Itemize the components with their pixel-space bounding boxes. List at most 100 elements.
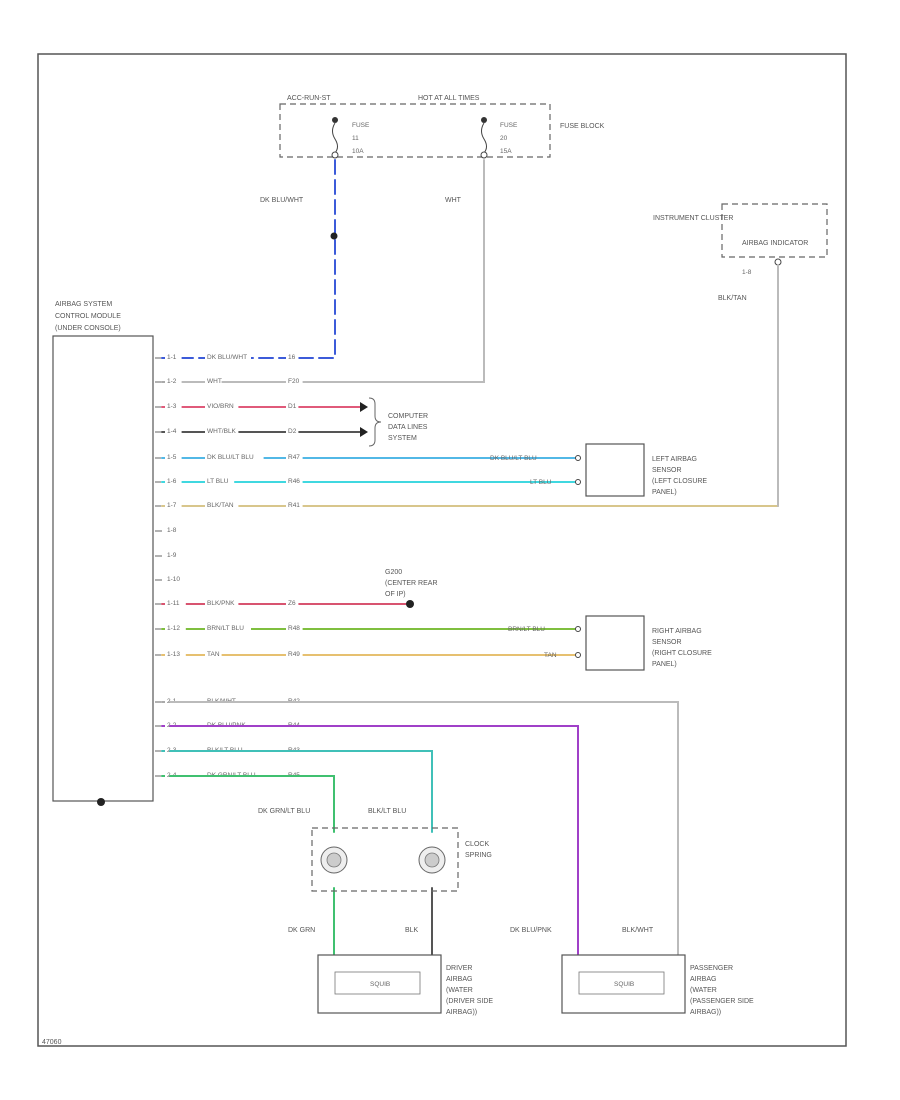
- fuse-20-name: FUSE: [500, 122, 518, 129]
- label-background: [205, 476, 235, 484]
- circuit-number: D2: [288, 428, 297, 435]
- passenger-squib-label: SQUIB: [614, 981, 634, 988]
- label-background: [286, 500, 303, 508]
- right-sensor-line2: SENSOR: [652, 639, 682, 646]
- passenger-airbag-line1: PASSENGER: [690, 965, 733, 972]
- circuit-row: 1-2 WHT F20: [155, 376, 303, 385]
- label-background: [165, 745, 182, 753]
- wire-feed-fuse20: [169, 159, 485, 383]
- circuit-number: R49: [288, 651, 300, 658]
- label-background: [286, 452, 303, 460]
- right-sensor-line1: RIGHT AIRBAG: [652, 628, 702, 635]
- driver-airbag-line5: AIRBAG)): [446, 1009, 477, 1016]
- passenger-airbag: SQUIB DK BLU/PNK BLK/WHT PASSENGER AIRBA…: [510, 927, 754, 1016]
- driver-airbag-line3: (WATER: [446, 987, 473, 994]
- module-label-line1: AIRBAG SYSTEM: [55, 301, 112, 308]
- fuse-block-left-label: ACC-RUN-ST: [287, 95, 331, 102]
- label-background: [286, 623, 303, 631]
- label-background: [205, 376, 222, 384]
- circuit-row: 1-8: [155, 525, 182, 534]
- module-ground-dot: [97, 798, 105, 806]
- label-background: [286, 598, 299, 606]
- circuit-wire-color: WHT/BLK: [207, 428, 237, 435]
- clockspring-wire-right-top: BLK/LT BLU: [368, 808, 406, 815]
- circuit-pin: 1-9: [167, 552, 177, 559]
- circuit-pin: 1-3: [167, 403, 177, 410]
- instrument-cluster-name: INSTRUMENT CLUSTER: [653, 215, 733, 222]
- left-sensor-wire1: DK BLU/LT BLU: [490, 455, 537, 462]
- circuit-number: R46: [288, 478, 300, 485]
- label-background: [286, 696, 303, 704]
- label-background: [165, 376, 182, 384]
- clockspring-line1: CLOCK: [465, 841, 489, 848]
- label-background: [205, 598, 239, 606]
- circuit-number: D1: [288, 403, 297, 410]
- circuit-pin: 1-2: [167, 378, 177, 385]
- circuit-wire-color: BRN/LT BLU: [207, 625, 244, 632]
- label-background: [205, 352, 251, 360]
- data-lines-label-line2: DATA LINES: [388, 424, 428, 431]
- module-label-line3: (UNDER CONSOLE): [55, 325, 121, 332]
- circuit-pin: 1-7: [167, 502, 177, 509]
- circuit-wire-color: DK BLU/WHT: [207, 354, 247, 361]
- splice-dot: [330, 232, 338, 240]
- cluster-pin: 1-8: [742, 269, 752, 276]
- fuse-20: FUSE 20 15A: [480, 117, 518, 159]
- label-background: [165, 525, 182, 533]
- connector-arrow: [360, 402, 368, 412]
- cluster-wire-label: BLK/TAN: [718, 295, 747, 302]
- fuse-11: FUSE 11 10A: [331, 117, 370, 159]
- label-background: [165, 426, 182, 434]
- left-sensor-wire2: LT BLU: [530, 479, 552, 486]
- left-sensor-line4: PANEL): [652, 489, 677, 496]
- module-label-line2: CONTROL MODULE: [55, 313, 121, 320]
- instrument-cluster: INSTRUMENT CLUSTER AIRBAG INDICATOR 1-8 …: [653, 203, 828, 302]
- wire-2-4: [169, 775, 335, 833]
- label-background: [286, 770, 303, 778]
- ground-g200: G200 (CENTER REAR OF IP): [385, 569, 438, 608]
- circuit-wire-color: WHT: [207, 378, 222, 385]
- label-background: [205, 623, 251, 631]
- ground-dot: [406, 600, 414, 608]
- fuse-block: ACC-RUN-ST HOT AT ALL TIMES FUSE BLOCK F…: [279, 95, 605, 159]
- circuit-wire-color: LT BLU: [207, 478, 229, 485]
- circuit-number: R41: [288, 502, 300, 509]
- clockspring-wire-left-bottom: DK GRN: [288, 927, 315, 934]
- label-background: [286, 720, 303, 728]
- label-background: [165, 574, 186, 582]
- right-sensor-wire2: TAN: [544, 652, 557, 659]
- fuse-20-number: 20: [500, 135, 508, 142]
- circuit-row: 1-4 WHT/BLK D2: [155, 426, 368, 437]
- left-sensor-line3: (LEFT CLOSURE: [652, 478, 707, 485]
- circuit-pin: 1-6: [167, 478, 177, 485]
- driver-airbag: SQUIB DRIVER AIRBAG (WATER (DRIVER SIDE …: [317, 954, 493, 1016]
- label-background: [165, 649, 186, 657]
- circuit-pin: 1-1: [167, 354, 177, 361]
- circuit-pin: 1-4: [167, 428, 177, 435]
- circuit-number: R47: [288, 454, 300, 461]
- computer-data-lines: COMPUTER DATA LINES SYSTEM: [368, 397, 428, 447]
- label-background: [165, 352, 182, 360]
- label-background: [286, 476, 303, 484]
- label-background: [205, 770, 264, 778]
- fuse-11-name: FUSE: [352, 122, 370, 129]
- circuit-number: F20: [288, 378, 300, 385]
- circuit-number: 16: [288, 354, 296, 361]
- driver-squib-label: SQUIB: [370, 981, 390, 988]
- label-background: [165, 696, 182, 704]
- wire-2-3: [169, 750, 433, 833]
- upper-wire-right-label: WHT: [445, 197, 462, 204]
- label-background: [165, 476, 182, 484]
- label-background: [165, 452, 182, 460]
- label-background: [165, 623, 186, 631]
- label-background: [205, 452, 264, 460]
- label-background: [165, 720, 182, 728]
- label-background: [286, 352, 299, 360]
- label-background: [165, 550, 182, 558]
- circuit-number: R48: [288, 625, 300, 632]
- airbag-control-module: AIRBAG SYSTEM CONTROL MODULE (UNDER CONS…: [52, 301, 154, 806]
